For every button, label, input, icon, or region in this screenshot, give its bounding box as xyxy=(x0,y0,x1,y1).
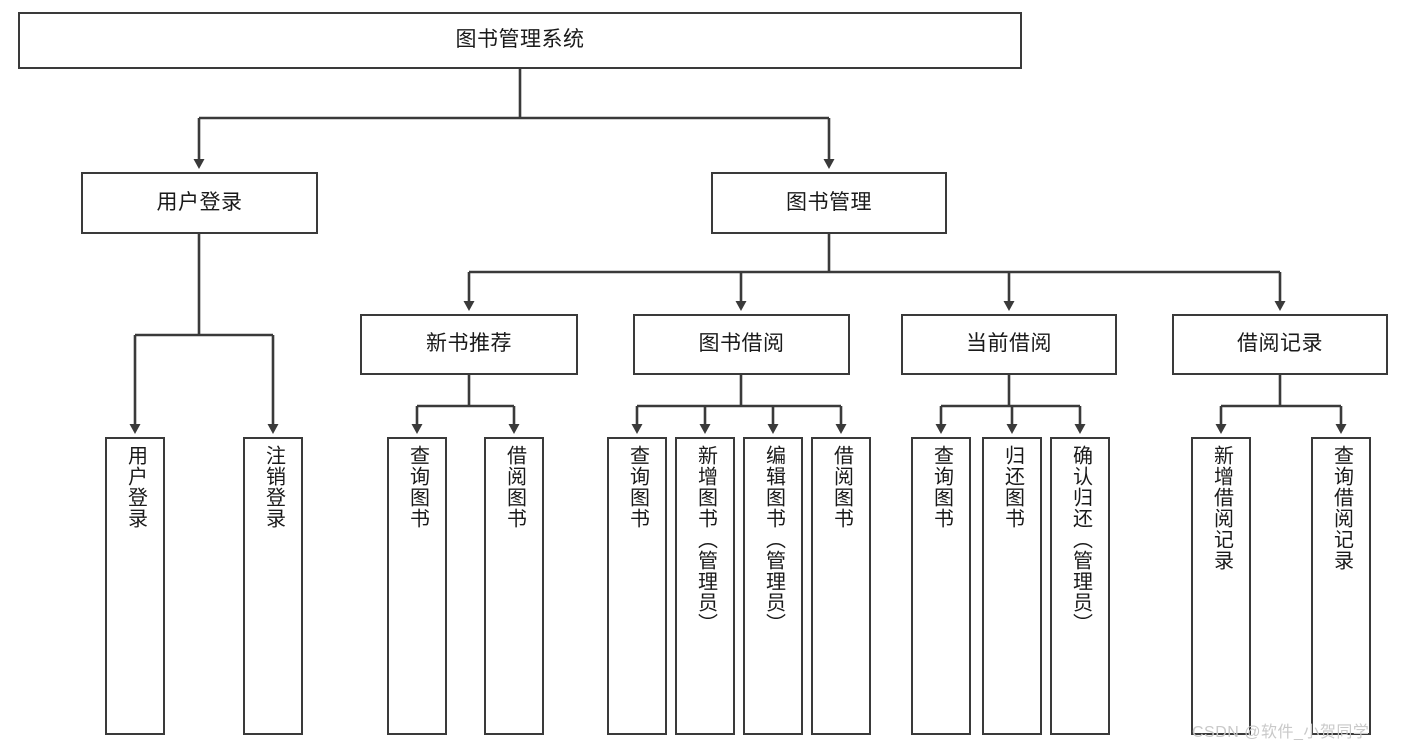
node-borrow-record[interactable]: 借阅记录 xyxy=(1172,314,1388,375)
node-leaf-borrow-book-2[interactable]: 借阅图书 xyxy=(811,437,871,735)
node-new-book-rec[interactable]: 新书推荐 xyxy=(360,314,578,375)
node-book-borrow[interactable]: 图书借阅 xyxy=(633,314,850,375)
node-leaf-user-logout-label: 注销登录 xyxy=(262,445,285,529)
node-user-login-label: 用户登录 xyxy=(156,190,243,214)
node-leaf-query-book-1-label: 查询图书 xyxy=(406,445,429,529)
node-leaf-add-book-label: 新增图书（管理员） xyxy=(694,445,717,634)
node-book-manage-label: 图书管理 xyxy=(786,190,872,214)
node-leaf-borrow-book-1-label: 借阅图书 xyxy=(503,445,526,529)
node-leaf-edit-book-label: 编辑图书（管理员） xyxy=(762,445,785,634)
node-current-borrow[interactable]: 当前借阅 xyxy=(901,314,1117,375)
node-leaf-confirm-return-label: 确认归还（管理员） xyxy=(1069,445,1092,634)
node-leaf-confirm-return[interactable]: 确认归还（管理员） xyxy=(1050,437,1110,735)
node-leaf-query-book-3[interactable]: 查询图书 xyxy=(911,437,971,735)
csdn-watermark: CSDN @软件_小贺同学 xyxy=(1192,724,1370,741)
node-leaf-query-book-2-label: 查询图书 xyxy=(626,445,649,529)
node-leaf-user-login[interactable]: 用户登录 xyxy=(105,437,165,735)
node-leaf-user-login-label: 用户登录 xyxy=(124,445,147,529)
node-leaf-return-book[interactable]: 归还图书 xyxy=(982,437,1042,735)
node-user-login[interactable]: 用户登录 xyxy=(81,172,318,234)
node-leaf-add-record[interactable]: 新增借阅记录 xyxy=(1191,437,1251,735)
node-leaf-add-record-label: 新增借阅记录 xyxy=(1210,445,1233,571)
node-leaf-query-record[interactable]: 查询借阅记录 xyxy=(1311,437,1371,735)
node-current-borrow-label: 当前借阅 xyxy=(966,332,1052,356)
node-book-borrow-label: 图书借阅 xyxy=(698,332,785,356)
node-leaf-user-logout[interactable]: 注销登录 xyxy=(243,437,303,735)
node-leaf-borrow-book-1[interactable]: 借阅图书 xyxy=(484,437,544,735)
node-leaf-edit-book[interactable]: 编辑图书（管理员） xyxy=(743,437,803,735)
node-new-book-rec-label: 新书推荐 xyxy=(426,332,512,356)
node-leaf-query-book-1[interactable]: 查询图书 xyxy=(387,437,447,735)
node-borrow-record-label: 借阅记录 xyxy=(1237,332,1323,356)
node-root[interactable]: 图书管理系统 xyxy=(18,12,1022,69)
node-leaf-query-book-3-label: 查询图书 xyxy=(930,445,953,529)
node-leaf-return-book-label: 归还图书 xyxy=(1001,445,1024,529)
node-leaf-borrow-book-2-label: 借阅图书 xyxy=(830,445,853,529)
node-leaf-query-book-2[interactable]: 查询图书 xyxy=(607,437,667,735)
node-leaf-query-record-label: 查询借阅记录 xyxy=(1330,445,1353,571)
node-root-label: 图书管理系统 xyxy=(455,28,585,52)
node-book-manage[interactable]: 图书管理 xyxy=(711,172,947,234)
node-leaf-add-book[interactable]: 新增图书（管理员） xyxy=(675,437,735,735)
